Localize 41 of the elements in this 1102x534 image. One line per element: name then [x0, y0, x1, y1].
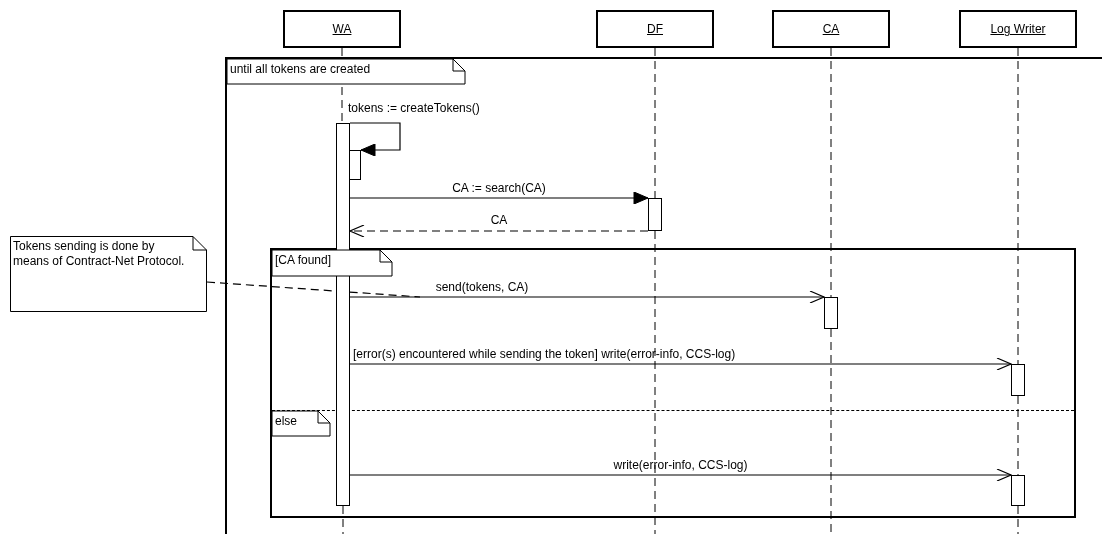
guard-label: [CA found] [272, 250, 392, 276]
message-arrow [349, 357, 1012, 371]
message-label: tokens := createTokens() [348, 101, 480, 115]
lifeline [1017, 47, 1019, 365]
lifeline-name: CA [822, 22, 840, 36]
lifeline [830, 47, 832, 298]
lifeline [342, 505, 344, 534]
message-label: [error(s) encountered while sending the token] write(error-info, CCS-log) [353, 347, 736, 361]
lifeline-name: DF [647, 22, 663, 36]
note-text: Tokens sending is done by means of Contract-Net Protocol. [13, 239, 186, 269]
lifeline-head-box [959, 10, 1077, 48]
message-label: CA [490, 213, 508, 227]
activation-bar [648, 198, 662, 231]
message-arrow [349, 290, 825, 304]
lifeline-name: Log Writer [990, 22, 1046, 36]
combined-fragment-frame [225, 57, 1102, 534]
message-label: CA := search(CA) [452, 181, 546, 195]
message-arrow [349, 191, 649, 205]
activation-bar [1011, 364, 1025, 396]
return-message-arrow [349, 224, 649, 238]
lifeline [1017, 505, 1019, 534]
activation-bar [349, 150, 361, 180]
lifeline-name: WA [332, 22, 352, 36]
message-label: write(error-info, CCS-log) [613, 458, 748, 472]
lifeline-head-box [772, 10, 890, 48]
message-label: send(tokens, CA) [435, 280, 529, 294]
lifeline [830, 328, 832, 534]
guard-label: else [272, 411, 330, 436]
leader-line [206, 281, 421, 298]
message-arrow [349, 122, 401, 157]
activation-bar [824, 297, 838, 329]
lifeline-head-box [283, 10, 401, 48]
note [10, 236, 207, 312]
lifeline [654, 230, 656, 534]
lifeline-head-box [596, 10, 714, 48]
lifeline [654, 47, 656, 199]
message-arrow [349, 468, 1012, 482]
activation-bar [336, 123, 350, 506]
lifeline [1017, 395, 1019, 476]
activation-bar [1011, 475, 1025, 506]
guard-label: until all tokens are created [227, 59, 465, 84]
